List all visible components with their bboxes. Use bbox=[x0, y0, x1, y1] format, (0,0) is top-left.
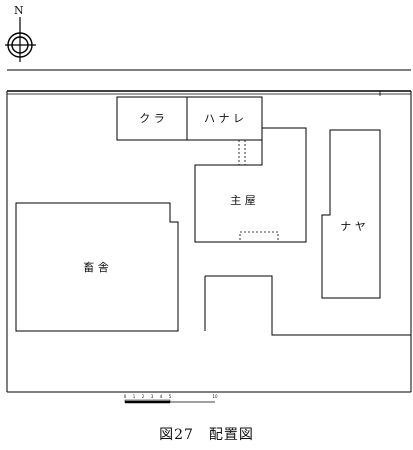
scale-tick-label: 1 bbox=[133, 394, 136, 399]
building-hanare: ハ ナ レ bbox=[186, 96, 263, 141]
building-chikusha: 畜 舎 bbox=[15, 202, 179, 332]
building-kura: ク ラ bbox=[116, 96, 188, 141]
building-omoya: 主 屋 bbox=[194, 127, 307, 243]
scale-tick-label: 10 bbox=[212, 394, 218, 399]
site-boundary bbox=[6, 90, 412, 393]
label-kura: ク ラ bbox=[139, 112, 165, 125]
label-chikusha: 畜 舎 bbox=[83, 260, 109, 274]
corridor-dashed bbox=[238, 140, 246, 165]
scale-tick-label: 0 bbox=[124, 394, 127, 399]
scale-tick-label: 5 bbox=[169, 394, 172, 399]
north-label: N bbox=[14, 4, 24, 17]
figure-caption: 図27 配置図 bbox=[159, 427, 254, 443]
label-hanare: ハ ナ レ bbox=[204, 112, 244, 125]
enclosure-bottom bbox=[204, 275, 411, 336]
scale-tick-label: 4 bbox=[160, 394, 163, 399]
scale-bar: 0 1 2 3 4 5 10 bbox=[124, 394, 218, 404]
label-omoya: 主 屋 bbox=[230, 194, 256, 207]
scale-tick-label: 3 bbox=[151, 394, 154, 399]
label-naya: ナ ヤ bbox=[340, 220, 366, 233]
north-arrow-compass-icon: N bbox=[5, 4, 36, 62]
building-naya: ナ ヤ bbox=[321, 129, 381, 299]
scale-tick-label: 2 bbox=[142, 394, 145, 399]
